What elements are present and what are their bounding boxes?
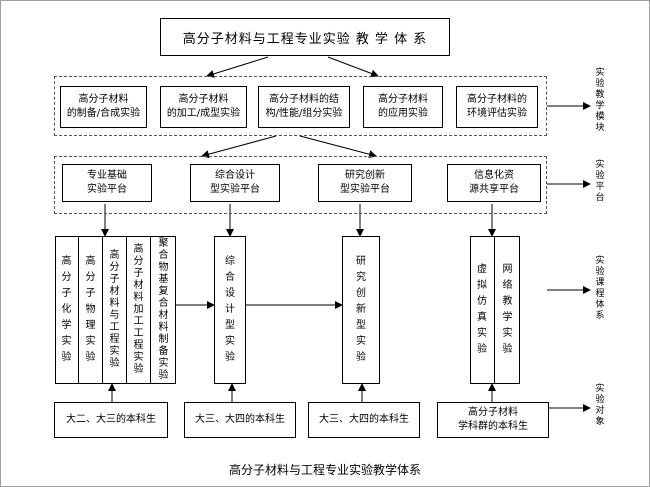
audience-box: 大三、大四的本科生 — [184, 402, 296, 438]
platform-label: 综合设计 型实验平台 — [210, 170, 260, 195]
course-label: 高 分 子 材 料 加 工 工 程 实 验 — [133, 244, 144, 375]
arrow-module-right — [299, 135, 377, 159]
module-processing: 高分子材料 的加工/成型实验 — [160, 86, 247, 128]
course-label: 虚 拟 仿 真 实 验 — [477, 264, 487, 355]
module-label: 高分子材料 的加工/成型实验 — [166, 94, 241, 119]
platform-label: 专业基础 实验平台 — [87, 170, 127, 195]
platform-design: 综合设计 型实验平台 — [190, 164, 280, 202]
course-label: 高 分 子 材 料 与 工 程 实 验 — [109, 250, 120, 369]
audience-box: 大二、大三的本科生 — [54, 402, 168, 438]
module-synthesis: 高分子材料 的制备/合成实验 — [60, 86, 147, 128]
audience-label: 大二、大三的本科生 — [66, 414, 156, 425]
side-label-platform: 实 验 平 台 — [595, 160, 605, 203]
system-title-box: 高分子材料与工程专业实验 教 学 体 系 — [160, 18, 450, 56]
course-label: 高 分 子 化 学 实 验 — [61, 256, 72, 363]
platform-label: 信息化资 源共享平台 — [469, 170, 519, 195]
arrow-title-right — [327, 56, 379, 78]
module-structure: 高分子材料的结 构/性能/组分实验 — [258, 86, 350, 128]
course-design: 综 合 设 计 型 实 验 — [214, 236, 246, 384]
course-group-info — [470, 236, 520, 384]
module-label: 高分子材料的 环境评估实验 — [467, 94, 527, 119]
module-label: 高分子材料的结 构/性能/组分实验 — [265, 94, 343, 119]
course-cell: 网 络 教 学 实 验 — [495, 236, 520, 384]
audience-label: 大三、大四的本科生 — [319, 414, 409, 425]
course-cell: 高 分 子 物 理 实 验 — [79, 236, 103, 384]
course-label: 研 究 创 新 型 实 验 — [356, 256, 366, 363]
platform-basic: 专业基础 实验平台 — [62, 164, 152, 202]
module-label: 高分子材料 的应用实验 — [378, 94, 428, 119]
course-cell: 高 分 子 化 学 实 验 — [55, 236, 79, 384]
audience-box: 大三、大四的本科生 — [308, 402, 420, 438]
arrow-module-left — [201, 135, 277, 159]
side-label-audience: 实 验 对 象 — [595, 384, 605, 427]
course-cell: 高 分 子 材 料 与 工 程 实 验 — [103, 236, 127, 384]
diagram-caption: 高分子材料与工程专业实验教学体系 — [228, 463, 421, 477]
system-title: 高分子材料与工程专业实验 教 学 体 系 — [182, 31, 428, 47]
side-label-courses: 实 验 课 程 体 系 — [595, 256, 605, 321]
course-label: 网 络 教 学 实 验 — [502, 264, 513, 355]
course-label: 高 分 子 物 理 实 验 — [85, 256, 96, 363]
platform-group — [54, 156, 547, 214]
platform-label: 研究创新 型实验平台 — [340, 170, 390, 195]
side-label-modules: 实 验 教 学 模 块 — [595, 68, 605, 133]
course-label: 综 合 设 计 型 实 验 — [225, 256, 235, 363]
audience-label: 高分子材料 学科群的本科生 — [458, 407, 528, 432]
course-cell: 虚 拟 仿 真 实 验 — [470, 236, 495, 384]
module-environment: 高分子材料的 环境评估实验 — [456, 86, 538, 128]
module-application: 高分子材料 的应用实验 — [363, 86, 443, 128]
audience-label: 大三、大四的本科生 — [195, 414, 285, 425]
course-label: 聚 合 物 基 复 合 材 料 制 备 实 验 — [158, 238, 169, 381]
platform-research: 研究创新 型实验平台 — [318, 164, 412, 202]
platform-info: 信息化资 源共享平台 — [447, 164, 541, 202]
module-group — [54, 76, 547, 136]
course-cell: 高 分 子 材 料 加 工 工 程 实 验 — [127, 236, 151, 384]
module-label: 高分子材料 的制备/合成实验 — [66, 94, 141, 119]
audience-box: 高分子材料 学科群的本科生 — [437, 402, 549, 438]
course-cell: 聚 合 物 基 复 合 材 料 制 备 实 验 — [151, 236, 176, 384]
arrow-title-left — [206, 56, 269, 78]
course-group-basic — [55, 236, 176, 384]
course-research: 研 究 创 新 型 实 验 — [342, 236, 380, 384]
